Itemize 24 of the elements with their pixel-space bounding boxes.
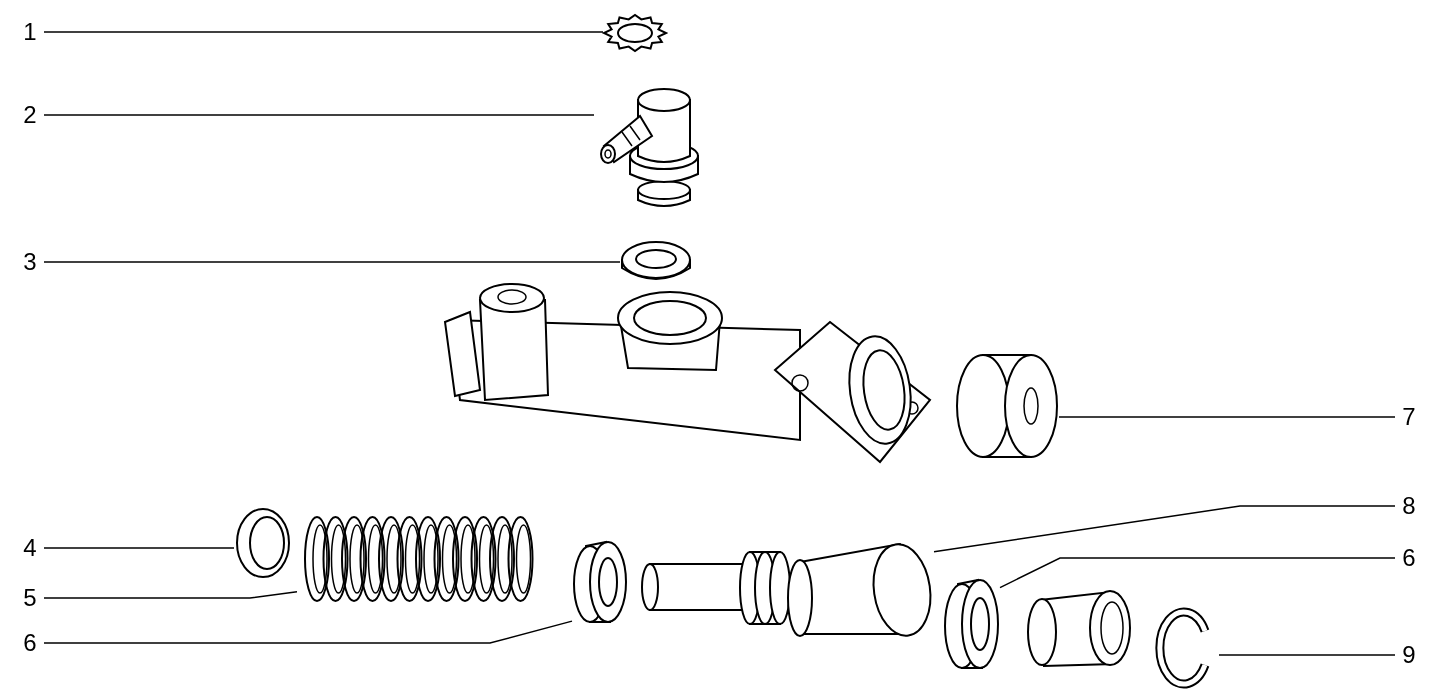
ring-drawing <box>234 506 292 580</box>
callout-number: 3 <box>22 249 38 275</box>
callout-number: 5 <box>22 585 38 611</box>
leader-line <box>43 590 298 599</box>
callout-number: 4 <box>22 535 38 561</box>
callout-number: 1 <box>22 19 38 45</box>
callout-number: 6 <box>1401 545 1417 571</box>
callout-number: 6 <box>22 630 38 656</box>
leader-line <box>999 557 1396 589</box>
leader-line <box>43 261 621 263</box>
leader-line <box>933 505 1396 553</box>
leader-line <box>1218 654 1396 656</box>
leader-line <box>43 620 573 644</box>
callout-number: 2 <box>22 102 38 128</box>
leader-line <box>43 114 595 116</box>
seal-drawing <box>942 576 1000 672</box>
callout-number: 7 <box>1401 404 1417 430</box>
seal-drawing <box>572 538 630 626</box>
leader-line <box>1058 416 1396 418</box>
callout-number: 8 <box>1401 493 1417 519</box>
callout-number: 9 <box>1401 642 1417 668</box>
leader-line <box>43 31 604 33</box>
lock-washer-drawing <box>603 13 667 53</box>
leader-line <box>43 547 235 549</box>
